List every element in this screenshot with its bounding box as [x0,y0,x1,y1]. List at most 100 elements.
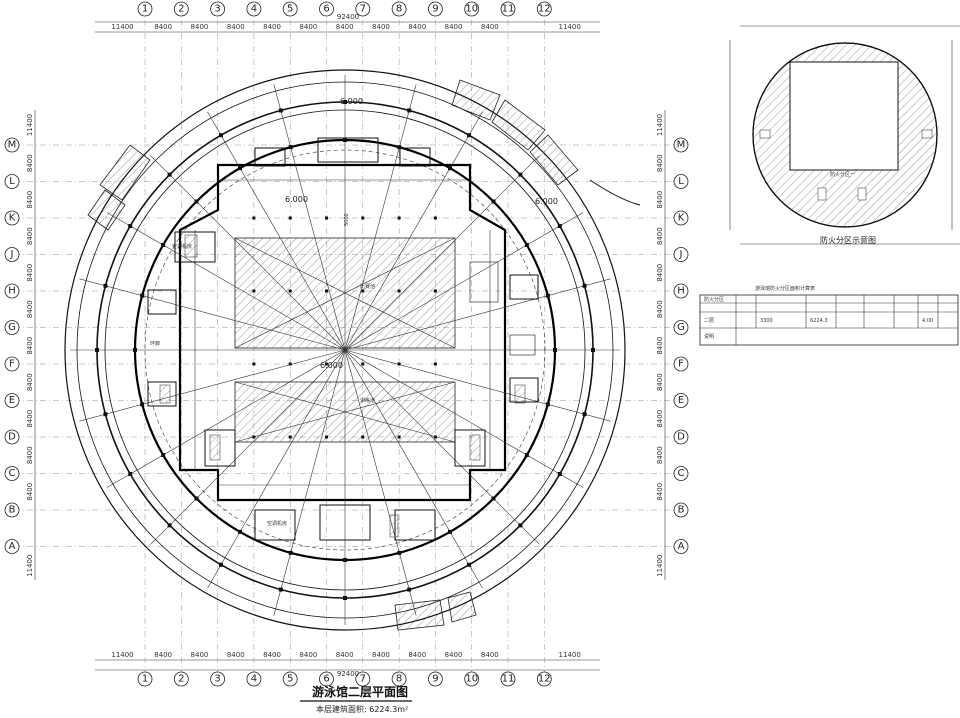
dimension-value: 8400 [445,23,463,31]
elevation-label-2: 6.000 [285,195,308,204]
axis-label: 7 [360,4,366,15]
axis-label: A [9,541,16,552]
dimension-value: 8400 [656,154,664,172]
dimension-value: 8400 [154,23,172,31]
table-row-label-3: 说明 [704,333,714,340]
fire-zone-inset [729,25,960,245]
axis-bubble [4,539,20,554]
axis-bubble [4,283,20,299]
axis-label: E [678,395,684,406]
axis-bubble [4,393,20,408]
elevation-label-4: 6.000 [320,361,343,370]
axis-label: 10 [465,4,478,15]
radial-lines [70,75,620,625]
dimension-value: 8400 [263,23,281,31]
axis-label: D [677,432,685,443]
dimension-value: 8400 [191,651,209,659]
axis-bubble [673,320,689,335]
axis-label: K [9,213,16,224]
stair-hatch-bottom [394,591,477,631]
axis-label: 10 [465,674,478,685]
axis-label: A [678,541,685,552]
table-title: 游泳馆防火分区面积计算表 [755,285,815,292]
dimension-value: 8400 [656,373,664,391]
table-row-label-1: 防火分区 [704,296,724,303]
dimension-value: 8400 [656,191,664,209]
table-value-1: 6224.3 [810,318,828,324]
dimension-value: 8400 [656,483,664,501]
service-rooms [147,137,539,541]
axis-bubble [4,137,20,153]
fire-zone-label: 防火分区一 [830,171,855,178]
axis-label: 4 [251,674,257,685]
dimension-value: 8400 [372,651,390,659]
fire-zone-table [699,294,959,346]
axis-label: L [678,176,684,187]
dimension-value: 8400 [26,337,34,355]
axis-bubble [173,671,189,687]
table-value-2: 3300 [760,318,773,324]
axis-label: 9 [432,674,438,685]
stair-hatch-left [87,144,151,231]
dimension-value: 11400 [26,555,34,577]
axis-bubble [319,671,334,687]
axis-label: 2 [178,674,184,685]
axis-label: J [10,249,14,260]
axis-bubble [673,137,689,153]
dimension-value: 8400 [481,651,499,659]
dimension-value: 8400 [26,373,34,391]
dimension-value: 8400 [26,483,34,501]
axis-bubble [282,1,298,17]
dimension-value: 11400 [656,555,664,577]
dimension-value: 8400 [336,651,354,659]
dimension-value: 11400 [111,651,133,659]
axis-label: 7 [360,674,366,685]
axis-bubble [4,210,20,226]
dimension-value: 8400 [656,410,664,428]
axis-label: B [678,505,685,516]
axis-label: 1 [142,674,148,685]
axis-label: F [678,359,684,370]
pool-label-1: 比赛池 [360,283,375,290]
drawing-title: 游泳馆二层平面图 [312,684,408,699]
dimension-value: 8400 [26,264,34,282]
dimension-value: 8400 [26,300,34,318]
dimension-frame [34,21,666,671]
axis-label: 3 [214,674,220,685]
elevation-label-1: 6.000 [340,97,363,106]
axis-label: 8 [396,674,402,685]
axis-bubble [137,671,153,687]
structural-columns [95,100,595,600]
dimension-value: 8400 [191,23,209,31]
axis-label: 5 [287,4,293,15]
dimension-value: 8400 [408,651,426,659]
dimension-value: 8400 [154,651,172,659]
axis-bubble [673,247,689,262]
axis-label: 9 [432,4,438,15]
axis-bubble [4,247,20,262]
axis-bubble [427,1,443,17]
axis-label: L [9,176,15,187]
pool-label-2: 训练池 [360,397,375,404]
table-row-label-2: 二层 [704,318,714,324]
ramp-curve [589,179,641,206]
axis-label: H [8,286,16,297]
axis-bubble [246,1,262,17]
dimension-value: 8400 [336,23,354,31]
dimension-value: 11400 [559,23,581,31]
axis-label: M [8,140,17,151]
axis-bubble [500,1,516,17]
axis-bubble [536,671,552,687]
axis-label: M [677,140,686,151]
total-dimension-bottom: 92400 [337,670,359,678]
axis-label: 1 [142,4,148,15]
room-note-3: 环廊 [150,340,160,347]
axis-bubble [210,671,226,687]
table-value-3: 4.00 [922,318,933,324]
axis-bubble [464,1,480,17]
inner-stairs [159,234,526,538]
axis-bubble [391,1,407,17]
